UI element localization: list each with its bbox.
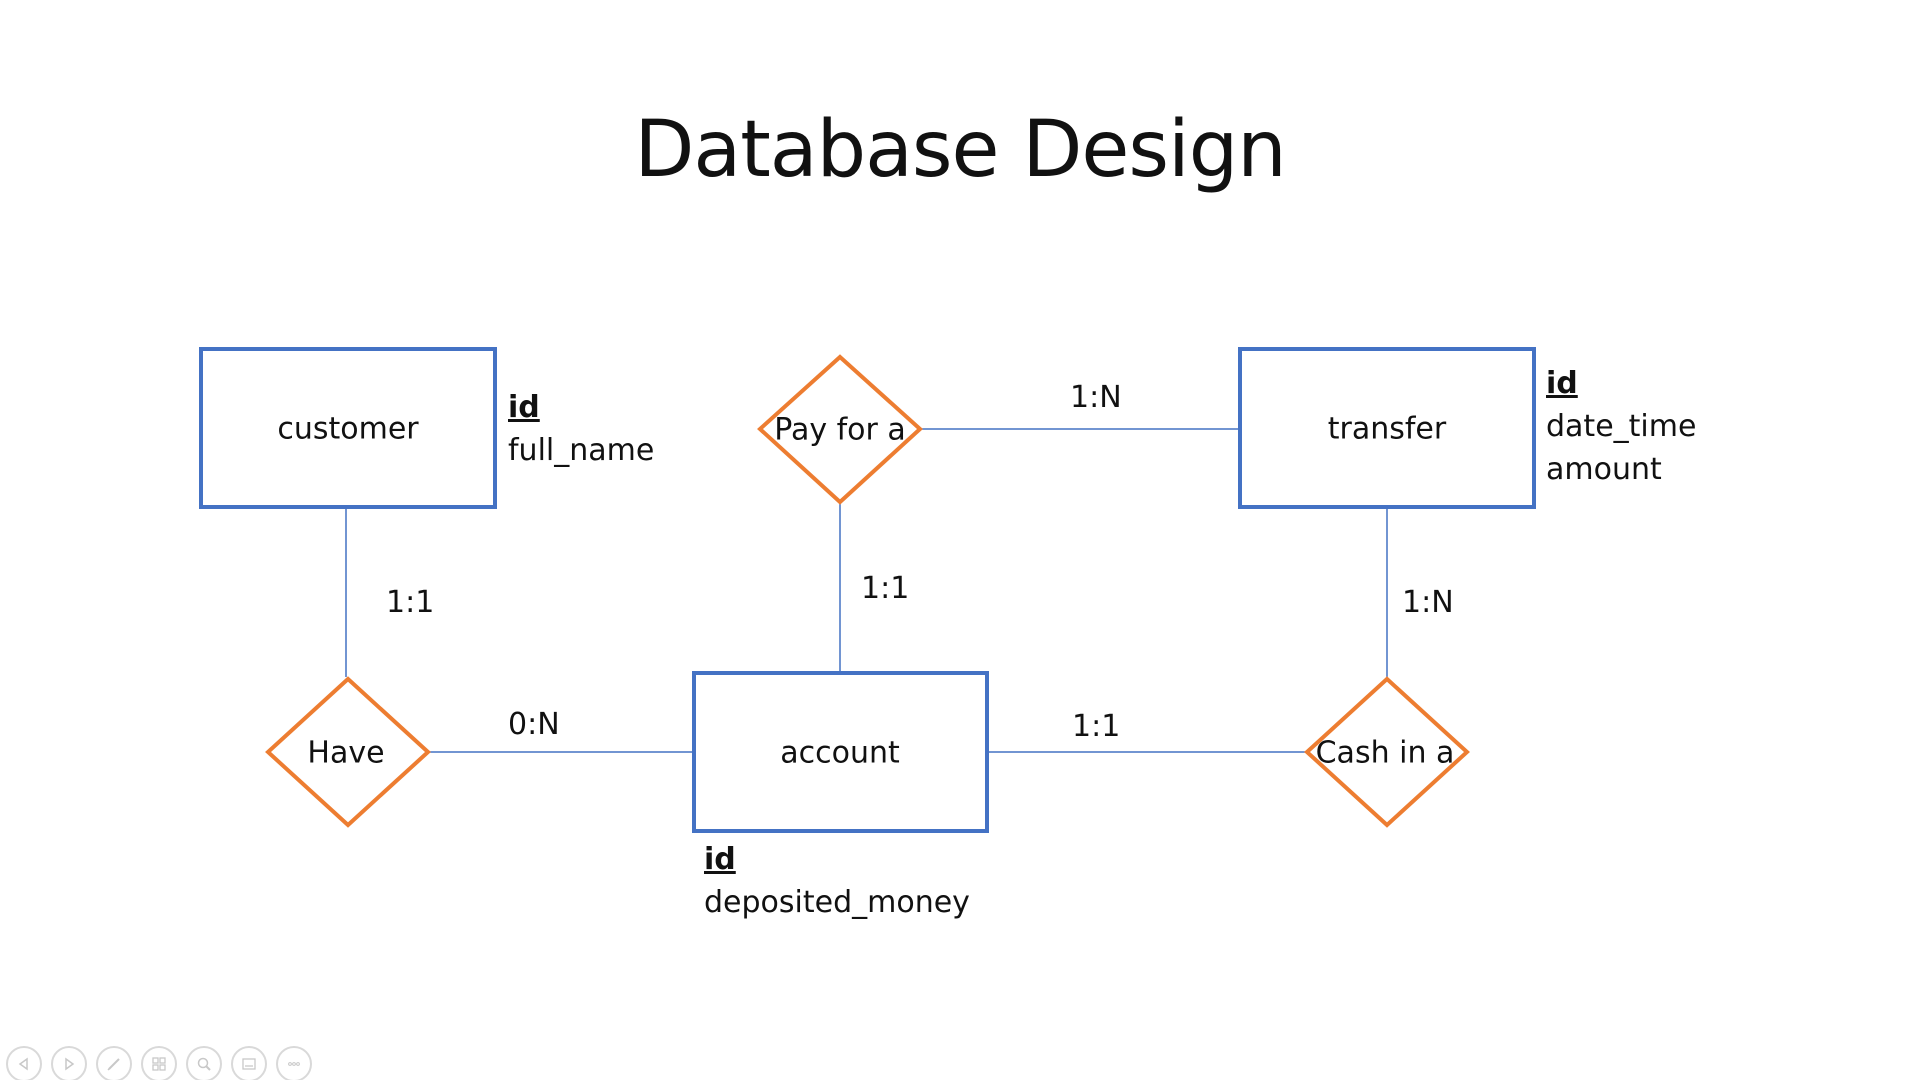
transfer-attributes: id date_time amount: [1546, 362, 1696, 491]
relationship-pay-for-diamond: [757, 354, 923, 505]
entity-account-label: account: [780, 736, 900, 771]
relationship-pay-for-label: Pay for a: [774, 413, 906, 448]
cardinality-have-account: 0:N: [508, 707, 560, 742]
next-icon[interactable]: [51, 1046, 87, 1080]
entity-customer-box: [199, 347, 497, 509]
cardinality-account-cashin: 1:1: [1072, 709, 1120, 744]
account-primary-key: id: [704, 842, 736, 877]
subtitles-icon[interactable]: [231, 1046, 267, 1080]
more-options-icon[interactable]: [276, 1046, 312, 1080]
previous-icon[interactable]: [6, 1046, 42, 1080]
cardinality-transfer-cashin: 1:N: [1402, 585, 1454, 620]
transfer-attribute: date_time: [1546, 409, 1697, 444]
entity-transfer-label: transfer: [1328, 412, 1447, 447]
cardinality-payfor-account: 1:1: [861, 571, 909, 606]
entity-account: account: [692, 671, 989, 833]
connectors: [345, 428, 1388, 753]
entity-customer: customer: [199, 347, 497, 509]
cardinality-payfor-transfer: 1:N: [1070, 380, 1122, 415]
relationship-pay-for: Pay for a: [757, 354, 923, 505]
account-attribute: deposited_money: [704, 885, 970, 920]
cardinality-labels: 1:1 0:N 1:1 1:N 1:N 1:1: [386, 380, 1454, 744]
slide-title: Database Design: [634, 105, 1286, 195]
customer-attributes: id full_name: [508, 386, 654, 472]
entity-transfer: transfer: [1238, 347, 1536, 509]
relationship-cash-in-diamond: [1304, 676, 1470, 828]
transfer-attribute: amount: [1546, 452, 1662, 487]
relationship-have-label: Have: [307, 736, 384, 771]
entity-account-box: [692, 671, 989, 833]
entity-transfer-box: [1238, 347, 1536, 509]
transfer-primary-key: id: [1546, 366, 1578, 401]
account-attributes: id deposited_money: [704, 838, 970, 924]
zoom-icon[interactable]: [186, 1046, 222, 1080]
relationship-cash-in: Cash in a: [1304, 676, 1470, 828]
customer-primary-key: id: [508, 390, 540, 425]
customer-attribute: full_name: [508, 433, 655, 468]
relationship-have: Have: [265, 676, 431, 828]
relationship-cash-in-label: Cash in a: [1316, 736, 1455, 771]
slides-grid-icon[interactable]: [141, 1046, 177, 1080]
relationship-have-diamond: [265, 676, 431, 828]
slideshow-toolbar: [6, 1046, 312, 1080]
pen-icon[interactable]: [96, 1046, 132, 1080]
entity-customer-label: customer: [277, 412, 419, 447]
cardinality-customer-have: 1:1: [386, 585, 434, 620]
